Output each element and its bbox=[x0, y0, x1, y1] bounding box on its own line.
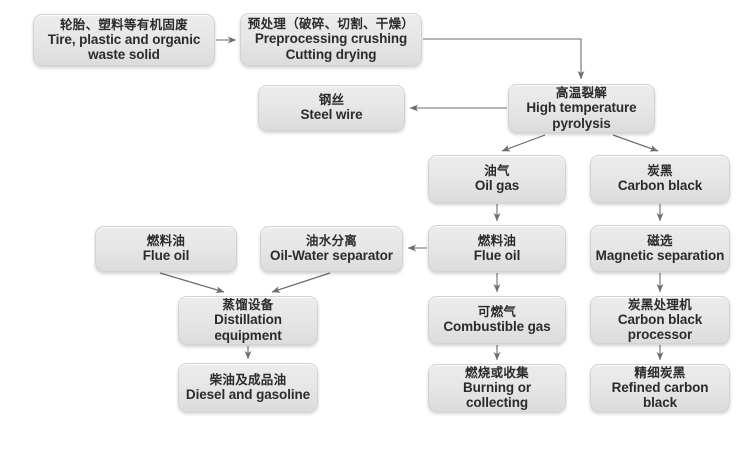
node-label-en: Carbon black processor bbox=[617, 311, 703, 343]
node-label: 燃料油 Flue oil bbox=[96, 234, 236, 264]
node-label-en: Oil-Water separator bbox=[270, 248, 393, 264]
node-label-cn: 磁选 bbox=[647, 233, 673, 248]
node-label-en: Steel wire bbox=[300, 107, 363, 123]
node-label-cn: 炭黑处理机 bbox=[627, 297, 692, 312]
node-pyrolysis[interactable]: 高温裂解 High temperature pyrolysis bbox=[508, 84, 655, 133]
node-label-en: Burning or collecting bbox=[463, 379, 531, 411]
edge-pyrolysis-to-carbon-black bbox=[612, 134, 659, 152]
node-oil-water-separator[interactable]: 油水分离 Oil-Water separator bbox=[260, 226, 403, 272]
node-label-en: Diesel and gasoline bbox=[185, 386, 311, 402]
node-refined-carbon-black[interactable]: 精细炭黑 Refined carbon black bbox=[590, 364, 730, 412]
node-label-cn: 精细炭黑 bbox=[634, 365, 686, 380]
node-label-cn: 燃烧或收集 bbox=[464, 365, 529, 380]
node-label: 高温裂解 High temperature pyrolysis bbox=[509, 86, 654, 131]
node-label-en: Magnetic separation bbox=[595, 247, 725, 263]
node-label: 可燃气 Combustible gas bbox=[429, 305, 565, 335]
node-label: 燃料油 Flue oil bbox=[429, 234, 565, 264]
node-label-cn: 可燃气 bbox=[477, 305, 517, 320]
node-preprocessing[interactable]: 预处理（破碎、切割、干燥） Preprocessing crushing Cut… bbox=[240, 13, 422, 66]
node-oil-gas[interactable]: 油气 Oil gas bbox=[428, 155, 566, 203]
node-label-en: High temperature pyrolysis bbox=[526, 100, 637, 131]
node-carbon-black[interactable]: 炭黑 Carbon black bbox=[590, 155, 730, 203]
node-distillation[interactable]: 蒸馏设备 Distillation equipment bbox=[178, 296, 318, 345]
node-label-cn: 预处理（破碎、切割、干燥） bbox=[247, 17, 415, 31]
node-label-cn: 油水分离 bbox=[305, 234, 358, 249]
edge-preprocessing-to-pyrolysis bbox=[423, 38, 585, 80]
node-steel-wire[interactable]: 钢丝 Steel wire bbox=[258, 85, 405, 131]
node-label-en: Flue oil bbox=[142, 248, 190, 264]
node-label-en: Flue oil bbox=[473, 247, 521, 263]
node-feedstock[interactable]: 轮胎、塑料等有机固废 Tire, plastic and organic was… bbox=[33, 14, 215, 66]
node-label: 蒸馏设备 Distillation equipment bbox=[179, 298, 317, 343]
node-burning-collecting[interactable]: 燃烧或收集 Burning or collecting bbox=[428, 364, 566, 412]
node-label-en: Preprocessing crushing Cutting drying bbox=[254, 31, 408, 62]
node-label: 柴油及成品油 Diesel and gasoline bbox=[179, 373, 317, 403]
node-label: 钢丝 Steel wire bbox=[259, 93, 404, 123]
node-label-en: Combustible gas bbox=[443, 319, 551, 335]
node-label-cn: 轮胎、塑料等有机固废 bbox=[59, 17, 188, 32]
node-label-cn: 油气 bbox=[484, 164, 510, 179]
node-label: 炭黑 Carbon black bbox=[591, 164, 729, 194]
node-label: 轮胎、塑料等有机固废 Tire, plastic and organic was… bbox=[34, 18, 214, 63]
node-label: 炭黑处理机 Carbon black processor bbox=[591, 298, 729, 343]
node-carbon-black-processor[interactable]: 炭黑处理机 Carbon black processor bbox=[590, 296, 730, 344]
node-combustible-gas[interactable]: 可燃气 Combustible gas bbox=[428, 296, 566, 344]
node-diesel-gasoline[interactable]: 柴油及成品油 Diesel and gasoline bbox=[178, 363, 318, 412]
node-label: 油气 Oil gas bbox=[429, 164, 565, 194]
node-label-en: Oil gas bbox=[474, 178, 520, 194]
node-label: 精细炭黑 Refined carbon black bbox=[591, 366, 729, 411]
node-magnetic-separation[interactable]: 磁选 Magnetic separation bbox=[590, 225, 730, 272]
node-label: 油水分离 Oil-Water separator bbox=[261, 234, 402, 264]
node-label-cn: 钢丝 bbox=[318, 93, 345, 108]
node-label-cn: 燃料油 bbox=[146, 234, 186, 249]
node-flue-oil-mid[interactable]: 燃料油 Flue oil bbox=[428, 225, 566, 272]
node-label-cn: 柴油及成品油 bbox=[209, 372, 287, 387]
node-label-cn: 炭黑 bbox=[647, 164, 673, 179]
node-label-cn: 燃料油 bbox=[477, 233, 517, 248]
node-label-en: Refined carbon black bbox=[611, 379, 709, 411]
node-label-cn: 高温裂解 bbox=[555, 86, 608, 100]
node-label-en: Tire, plastic and organic waste solid bbox=[47, 31, 201, 63]
edge-flue-oil-left-to-distillation bbox=[159, 272, 225, 293]
node-label-en: Distillation equipment bbox=[214, 312, 282, 343]
node-label-cn: 蒸馏设备 bbox=[222, 298, 274, 312]
node-label: 磁选 Magnetic separation bbox=[591, 234, 729, 264]
node-flue-oil-left[interactable]: 燃料油 Flue oil bbox=[95, 226, 237, 272]
edge-pyrolysis-to-oil-gas bbox=[501, 134, 546, 152]
node-label: 燃烧或收集 Burning or collecting bbox=[429, 366, 565, 411]
edge-oil-water-separator-to-distillation bbox=[271, 272, 331, 293]
node-label-en: Carbon black bbox=[617, 178, 703, 194]
node-label: 预处理（破碎、切割、干燥） Preprocessing crushing Cut… bbox=[241, 17, 421, 62]
